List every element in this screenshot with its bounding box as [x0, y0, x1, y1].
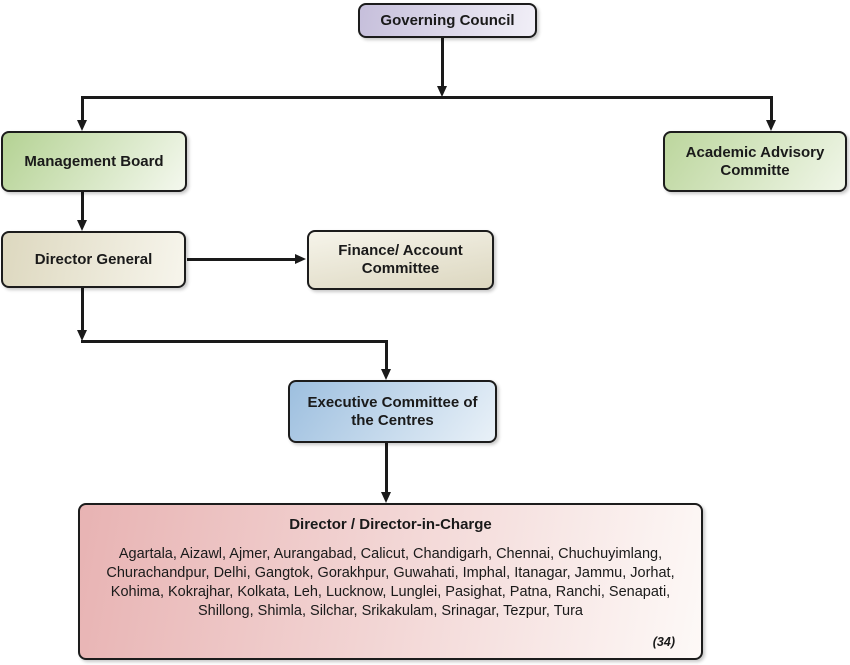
arrow-down-icon	[381, 369, 391, 380]
node-finance-account-committee: Finance/ Account Committee	[307, 230, 494, 290]
connector-to-academic-advisory	[770, 96, 773, 120]
arrow-down-icon	[766, 120, 776, 131]
node-executive-committee-label: Executive Committee of the Centres	[307, 393, 478, 429]
director-in-charge-centres-list: Agartala, Aizawl, Ajmer, Aurangabad, Cal…	[106, 546, 675, 619]
connector-split-horizontal	[81, 96, 773, 99]
node-executive-committee: Executive Committee of the Centres	[288, 380, 497, 443]
connector-dg-elbow-vertical	[81, 288, 84, 330]
node-director-general-label: Director General	[34, 250, 153, 268]
node-governing-council: Governing Council	[358, 3, 537, 38]
director-in-charge-title: Director / Director-in-Charge	[289, 516, 492, 533]
connector-to-management-board	[81, 96, 84, 120]
connector-dg-elbow-horizontal	[81, 340, 388, 343]
arrow-down-icon	[381, 492, 391, 503]
connector-mb-to-dg	[81, 192, 84, 220]
node-academic-advisory-committee: Academic Advisory Committe	[663, 131, 847, 192]
arrow-down-icon	[77, 120, 87, 131]
arrow-down-icon	[437, 86, 447, 97]
node-governing-council-label: Governing Council	[380, 11, 515, 29]
node-director-in-charge: Director / Director-in-Charge Agartala, …	[78, 503, 703, 660]
connector-ec-to-directors	[385, 443, 388, 492]
node-academic-advisory-committee-label: Academic Advisory Committe	[685, 143, 825, 179]
centres-count-badge: (34)	[652, 635, 675, 649]
arrow-down-icon	[77, 330, 87, 341]
arrow-down-icon	[77, 220, 87, 231]
node-director-general: Director General	[1, 231, 186, 288]
node-finance-account-committee-label: Finance/ Account Committee	[338, 242, 463, 277]
connector-elbow-to-ec	[385, 340, 388, 369]
connector-dg-to-finance	[187, 258, 295, 261]
node-management-board-label: Management Board	[24, 152, 164, 170]
node-management-board: Management Board	[1, 131, 187, 192]
connector-gc-vertical	[441, 38, 444, 86]
arrow-right-icon	[295, 254, 306, 264]
